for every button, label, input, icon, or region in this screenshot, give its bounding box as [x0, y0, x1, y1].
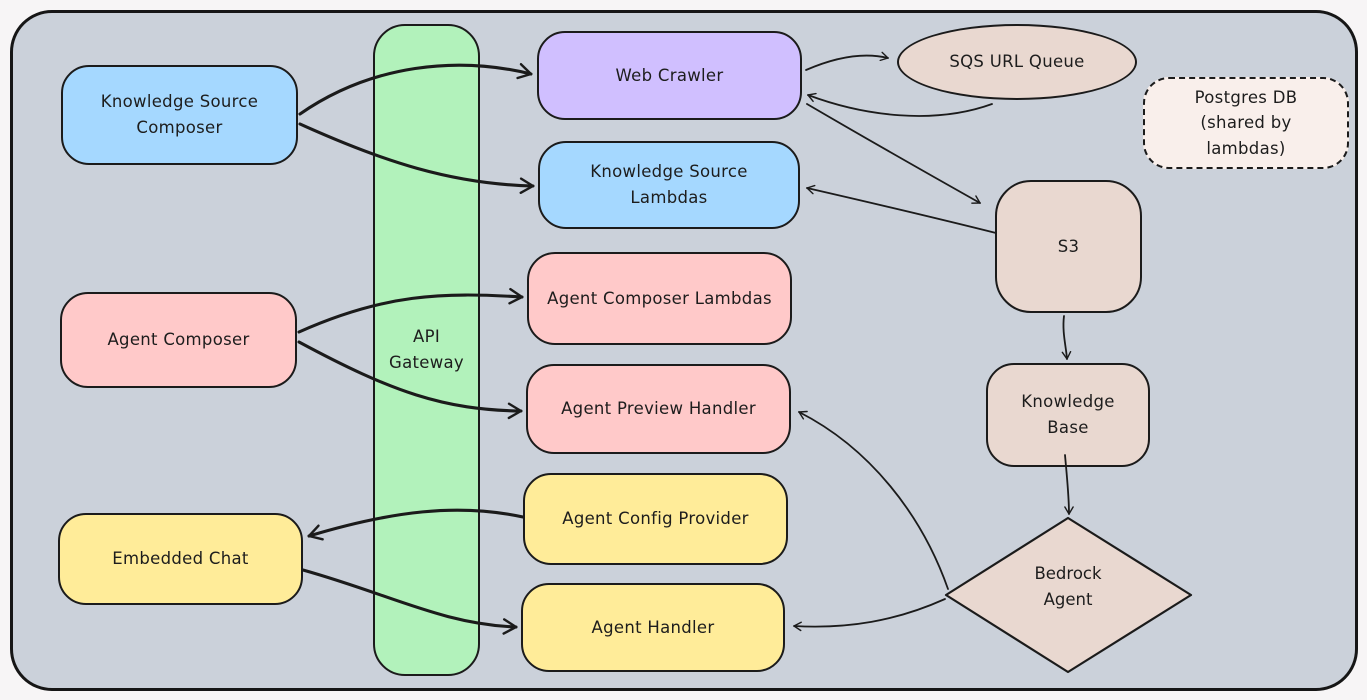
node-label: S3	[1057, 236, 1080, 256]
node-s3: S3	[995, 180, 1142, 313]
node-label: Web Crawler	[615, 65, 724, 85]
node-label: API Gateway	[389, 327, 464, 372]
node-agent-composer-lambdas: Agent Composer Lambdas	[527, 252, 792, 345]
node-agent-config-provider: Agent Config Provider	[523, 473, 788, 565]
node-knowledge-source-composer: Knowledge Source Composer	[61, 65, 298, 165]
node-label: Agent Config Provider	[562, 509, 749, 529]
node-knowledge-source-lambdas: Knowledge Source Lambdas	[538, 141, 800, 229]
node-sublabel: (shared by lambdas)	[1200, 113, 1292, 158]
node-bedrock-agent: Bedrock Agent	[1008, 561, 1128, 614]
node-agent-composer: Agent Composer	[60, 292, 297, 388]
node-embedded-chat: Embedded Chat	[58, 513, 303, 605]
node-label: Embedded Chat	[112, 549, 249, 569]
node-label: Agent Composer	[107, 330, 250, 350]
node-label: Knowledge Source Lambdas	[590, 162, 748, 207]
node-web-crawler: Web Crawler	[537, 31, 802, 120]
node-label: SQS URL Queue	[949, 52, 1085, 72]
node-label: Agent Composer Lambdas	[547, 288, 772, 308]
node-agent-handler: Agent Handler	[521, 583, 785, 672]
node-sqs-url-queue: SQS URL Queue	[897, 24, 1137, 100]
node-label: Postgres DB	[1194, 87, 1298, 107]
node-agent-preview-handler: Agent Preview Handler	[526, 364, 791, 454]
node-knowledge-base: Knowledge Base	[986, 363, 1150, 467]
node-label: Agent Preview Handler	[561, 399, 756, 419]
node-label: Knowledge Source Composer	[100, 92, 259, 137]
node-label: Knowledge Base	[1021, 392, 1115, 437]
node-postgres-db: Postgres DB (shared by lambdas)	[1143, 77, 1349, 169]
node-label: Agent Handler	[591, 617, 715, 637]
node-label: Bedrock Agent	[1034, 564, 1102, 610]
node-api-gateway: API Gateway	[373, 24, 480, 676]
